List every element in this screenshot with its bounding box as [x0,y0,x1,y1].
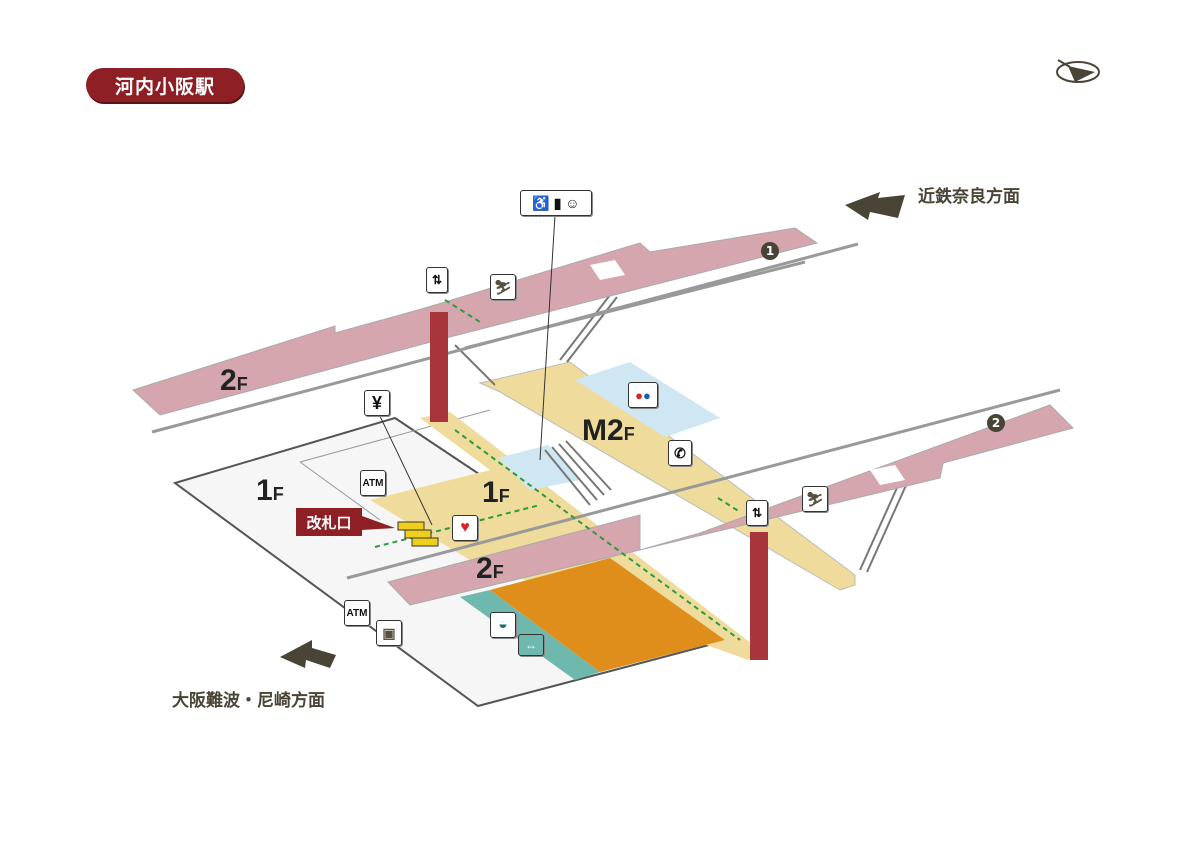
elevator-icon-upper: ⇅ [426,267,448,293]
telephone-icon: ✆ [668,440,692,466]
floor-suffix: F [623,424,635,444]
floor-num: 2 [476,552,493,585]
atm-icon: ATM [360,470,386,496]
lower-platform-2f [387,404,1074,606]
floor-num: 2 [220,364,237,397]
waiting-room-icon: ◒ [490,612,516,638]
floor-suffix: F [272,484,284,504]
floor-num: M2 [582,414,624,447]
arrow-east [845,192,905,220]
station-name-badge: 河内小阪駅 [86,68,244,102]
upper-platform-2f [132,227,819,416]
aed-icon: ♥ [452,515,478,541]
stair-landing [498,445,580,490]
ticket-gates [397,521,439,547]
elevator-pillar-lower [750,532,768,660]
floor-label-1f-west: 1F [256,474,284,508]
transfer-icon: ↔ [518,634,544,656]
escalator-icon-upper: ⛷ [490,274,516,300]
floor-label-upper-2f: 2F [220,364,248,398]
direction-west-label: 大阪難波・尼崎方面 [172,691,325,711]
floor-suffix: F [498,486,510,506]
platform-2-badge: 2 [987,414,1005,432]
floor-num: 1 [256,474,273,507]
currency-exchange-icon: ¥ [364,390,390,416]
coin-locker-icon: ▣ [376,620,402,646]
elevator-pillar-upper [430,312,448,422]
floor-suffix: F [236,374,248,394]
floor-label-lower-2f: 2F [476,552,504,586]
floor-label-1f-concourse: 1F [482,476,510,510]
restroom-icon: ●● [628,382,658,408]
floor-suffix: F [492,562,504,582]
orange-area [490,558,725,672]
platform-1-badge: 1 [761,242,779,260]
arrow-west [280,640,336,668]
direction-east-label: 近鉄奈良方面 [918,187,1020,207]
ticket-gate-label: 改札口 [296,508,362,536]
multipurpose-toilet-icon: ♿ ▮ ☺ [520,190,592,216]
company-logo [1056,59,1100,83]
floor-num: 1 [482,476,499,509]
elevator-icon-lower: ⇅ [746,500,768,526]
atm-icon-2: ATM [344,600,370,626]
escalator-icon-lower: ⛷ [802,486,828,512]
floor-label-m2f: M2F [582,414,635,448]
